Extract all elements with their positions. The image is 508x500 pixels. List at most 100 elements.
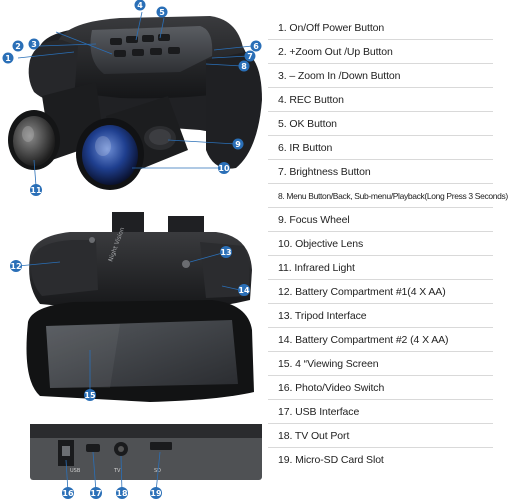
- zoom-in-button[interactable]: [114, 50, 126, 57]
- svg-text:7: 7: [247, 52, 253, 61]
- legend-item-label: 4. REC Button: [278, 93, 344, 106]
- rec-button[interactable]: [142, 35, 154, 42]
- infrared-light-lens: [13, 116, 55, 166]
- ports-panel: USB TV SD: [30, 424, 262, 480]
- legend-item-label: 17. USB Interface: [278, 405, 360, 418]
- svg-text:TV: TV: [113, 468, 121, 474]
- legend-item-label: 13. Tripod Interface: [278, 309, 367, 322]
- svg-text:11: 11: [30, 186, 42, 195]
- callout-4: 4: [134, 0, 146, 11]
- legend-item-label: 19. Micro-SD Card Slot: [278, 454, 384, 466]
- legend-item-label: 16. Photo/Video Switch: [278, 381, 385, 394]
- legend-item-focus-wheel: 9. Focus Wheel: [268, 208, 493, 232]
- parts-legend: 1. On/Off Power Button 2. +Zoom Out /Up …: [268, 16, 508, 472]
- legend-item-tripod: 13. Tripod Interface: [268, 304, 493, 328]
- callout-7: 7: [244, 50, 256, 62]
- svg-text:12: 12: [10, 262, 21, 271]
- legend-item-label: 9. Focus Wheel: [278, 213, 350, 226]
- binoculars-rear-view: Night Vision: [26, 212, 254, 402]
- legend-item-battery-2: 14. Battery Compartment #2 (4 X AA): [268, 328, 493, 352]
- menu-button[interactable]: [168, 47, 180, 54]
- callout-10: 10: [218, 162, 230, 174]
- legend-item-zoom-in: 3. – Zoom In /Down Button: [268, 64, 493, 88]
- legend-item-photo-video-switch: 16. Photo/Video Switch: [268, 376, 493, 400]
- svg-text:3: 3: [31, 40, 37, 49]
- legend-item-infrared-light: 11. Infrared Light: [268, 256, 493, 280]
- objective-lens-glass: [82, 125, 138, 185]
- legend-item-usb: 17. USB Interface: [268, 400, 493, 424]
- legend-item-power: 1. On/Off Power Button: [268, 16, 493, 40]
- callout-2: 2: [12, 40, 24, 52]
- callout-5: 5: [156, 6, 168, 18]
- legend-item-menu: 8. Menu Button/Back, Sub-menu/Playback(L…: [268, 184, 508, 208]
- leader-lines: [17, 11, 253, 493]
- panel-buttons: [110, 34, 180, 57]
- legend-item-label: 7. Brightness Button: [278, 165, 371, 178]
- legend-item-tv-out: 18. TV Out Port: [268, 424, 493, 448]
- callout-14: 14: [238, 284, 250, 296]
- ok-button[interactable]: [158, 34, 170, 41]
- usb-port[interactable]: [86, 444, 100, 452]
- callout-6: 6: [250, 40, 262, 52]
- svg-text:17: 17: [90, 489, 101, 498]
- legend-item-label: 1. On/Off Power Button: [278, 21, 385, 34]
- svg-text:15: 15: [84, 391, 96, 400]
- legend-item-brightness: 7. Brightness Button: [268, 160, 493, 184]
- power-button[interactable]: [110, 38, 122, 45]
- svg-text:14: 14: [238, 286, 250, 295]
- svg-text:USB: USB: [70, 468, 81, 474]
- svg-text:6: 6: [253, 42, 259, 51]
- svg-text:5: 5: [159, 8, 165, 17]
- ir-lamp: [8, 110, 60, 170]
- callout-1: 1: [2, 52, 14, 64]
- legend-item-label: 5. OK Button: [278, 117, 337, 130]
- callout-12: 12: [10, 260, 22, 272]
- legend-item-label: 2. +Zoom Out /Up Button: [278, 45, 393, 58]
- svg-text:8: 8: [241, 62, 247, 71]
- callout-18: 18: [116, 487, 128, 499]
- legend-item-zoom-out: 2. +Zoom Out /Up Button: [268, 40, 493, 64]
- svg-text:19: 19: [150, 489, 162, 498]
- svg-text:18: 18: [116, 489, 128, 498]
- legend-item-label: 15. 4 “Viewing Screen: [278, 357, 379, 370]
- callout-17: 17: [90, 487, 102, 499]
- binoculars-illustration: Night Vision USB TV SD: [2, 0, 262, 499]
- legend-item-ok: 5. OK Button: [268, 112, 493, 136]
- legend-item-rec: 4. REC Button: [268, 88, 493, 112]
- svg-text:9: 9: [235, 140, 241, 149]
- legend-item-label: 11. Infrared Light: [278, 261, 355, 274]
- legend-item-label: 6. IR Button: [278, 141, 333, 154]
- micro-sd-slot[interactable]: [150, 442, 172, 450]
- svg-text:10: 10: [218, 164, 230, 173]
- callout-15: 15: [84, 389, 96, 401]
- zoom-out-button[interactable]: [126, 36, 138, 43]
- callout-13: 13: [220, 246, 232, 258]
- viewing-screen: [46, 320, 238, 388]
- legend-item-battery-1: 12. Battery Compartment #1(4 X AA): [268, 280, 493, 304]
- binoculars-front-view: [8, 16, 262, 190]
- callout-9: 9: [232, 138, 244, 150]
- callout-16: 16: [62, 487, 74, 499]
- svg-text:13: 13: [220, 248, 231, 257]
- callout-8: 8: [238, 60, 250, 72]
- legend-item-label: 3. – Zoom In /Down Button: [278, 69, 401, 82]
- legend-item-label: 12. Battery Compartment #1(4 X AA): [278, 285, 446, 298]
- svg-text:SD: SD: [154, 468, 161, 474]
- legend-item-label: 14. Battery Compartment #2 (4 X AA): [278, 333, 449, 346]
- legend-item-ir: 6. IR Button: [268, 136, 493, 160]
- legend-item-label: 18. TV Out Port: [278, 429, 350, 442]
- svg-text:1: 1: [5, 54, 11, 63]
- callout-19: 19: [150, 487, 162, 499]
- objective-lens: [76, 118, 144, 190]
- battery-compartment-1[interactable]: [31, 240, 98, 296]
- tripod-interface[interactable]: [182, 260, 190, 268]
- legend-item-viewing-screen: 15. 4 “Viewing Screen: [268, 352, 493, 376]
- callout-11: 11: [30, 184, 42, 196]
- svg-text:4: 4: [137, 1, 143, 10]
- svg-text:16: 16: [62, 489, 74, 498]
- callouts: 1 2 3 4 5 6 7 8 9 10 11 12 13 14 15 16 1…: [2, 0, 262, 499]
- svg-text:2: 2: [15, 42, 21, 51]
- ir-button[interactable]: [132, 49, 144, 56]
- brightness-button[interactable]: [150, 48, 162, 55]
- legend-item-objective-lens: 10. Objective Lens: [268, 232, 493, 256]
